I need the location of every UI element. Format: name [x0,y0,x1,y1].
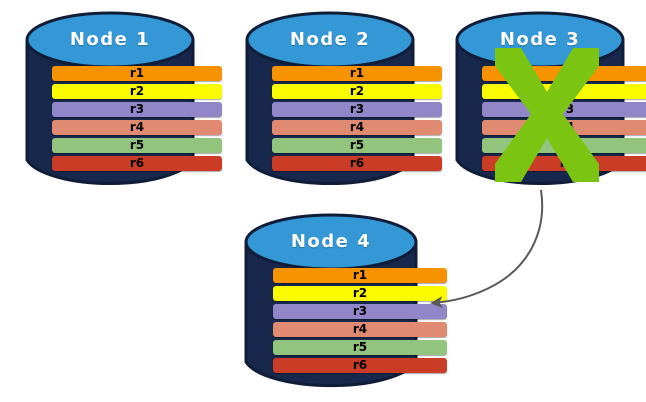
row-bar-r3: r3 [272,102,442,117]
row-bar-r5: r5 [52,138,222,153]
row-bar-r4: r4 [482,120,646,135]
row-bar-r1: r1 [273,268,447,283]
row-bar-r5: r5 [273,340,447,355]
node4-rows: r1 r2 r3 r4 r5 r6 [244,268,476,376]
row-bar-r2: r2 [52,84,222,99]
row-bar-r6: r6 [272,156,442,171]
row-bar-r1: r1 [272,66,442,81]
row-bar-r6: r6 [273,358,447,373]
row-bar-r4: r4 [272,120,442,135]
row-bar-r4: r4 [273,322,447,337]
row-bar-r3: r3 [482,102,646,117]
row-bar-r3: r3 [273,304,447,319]
node2-rows: r1 r2 r3 r4 r5 r6 [245,66,469,174]
row-bar-r6: r6 [52,156,222,171]
row-bar-r2: r2 [273,286,447,301]
row-bar-r1: r1 [482,66,646,81]
node1-rows: r1 r2 r3 r4 r5 r6 [25,66,249,174]
row-bar-r2: r2 [482,84,646,99]
row-bar-r1: r1 [52,66,222,81]
row-bar-r5: r5 [482,138,646,153]
node3-rows: r1 r2 r3 r4 r5 r6 [455,66,646,174]
row-bar-r6: r6 [482,156,646,171]
row-bar-r4: r4 [52,120,222,135]
row-bar-r2: r2 [272,84,442,99]
row-bar-r3: r3 [52,102,222,117]
row-bar-r5: r5 [272,138,442,153]
